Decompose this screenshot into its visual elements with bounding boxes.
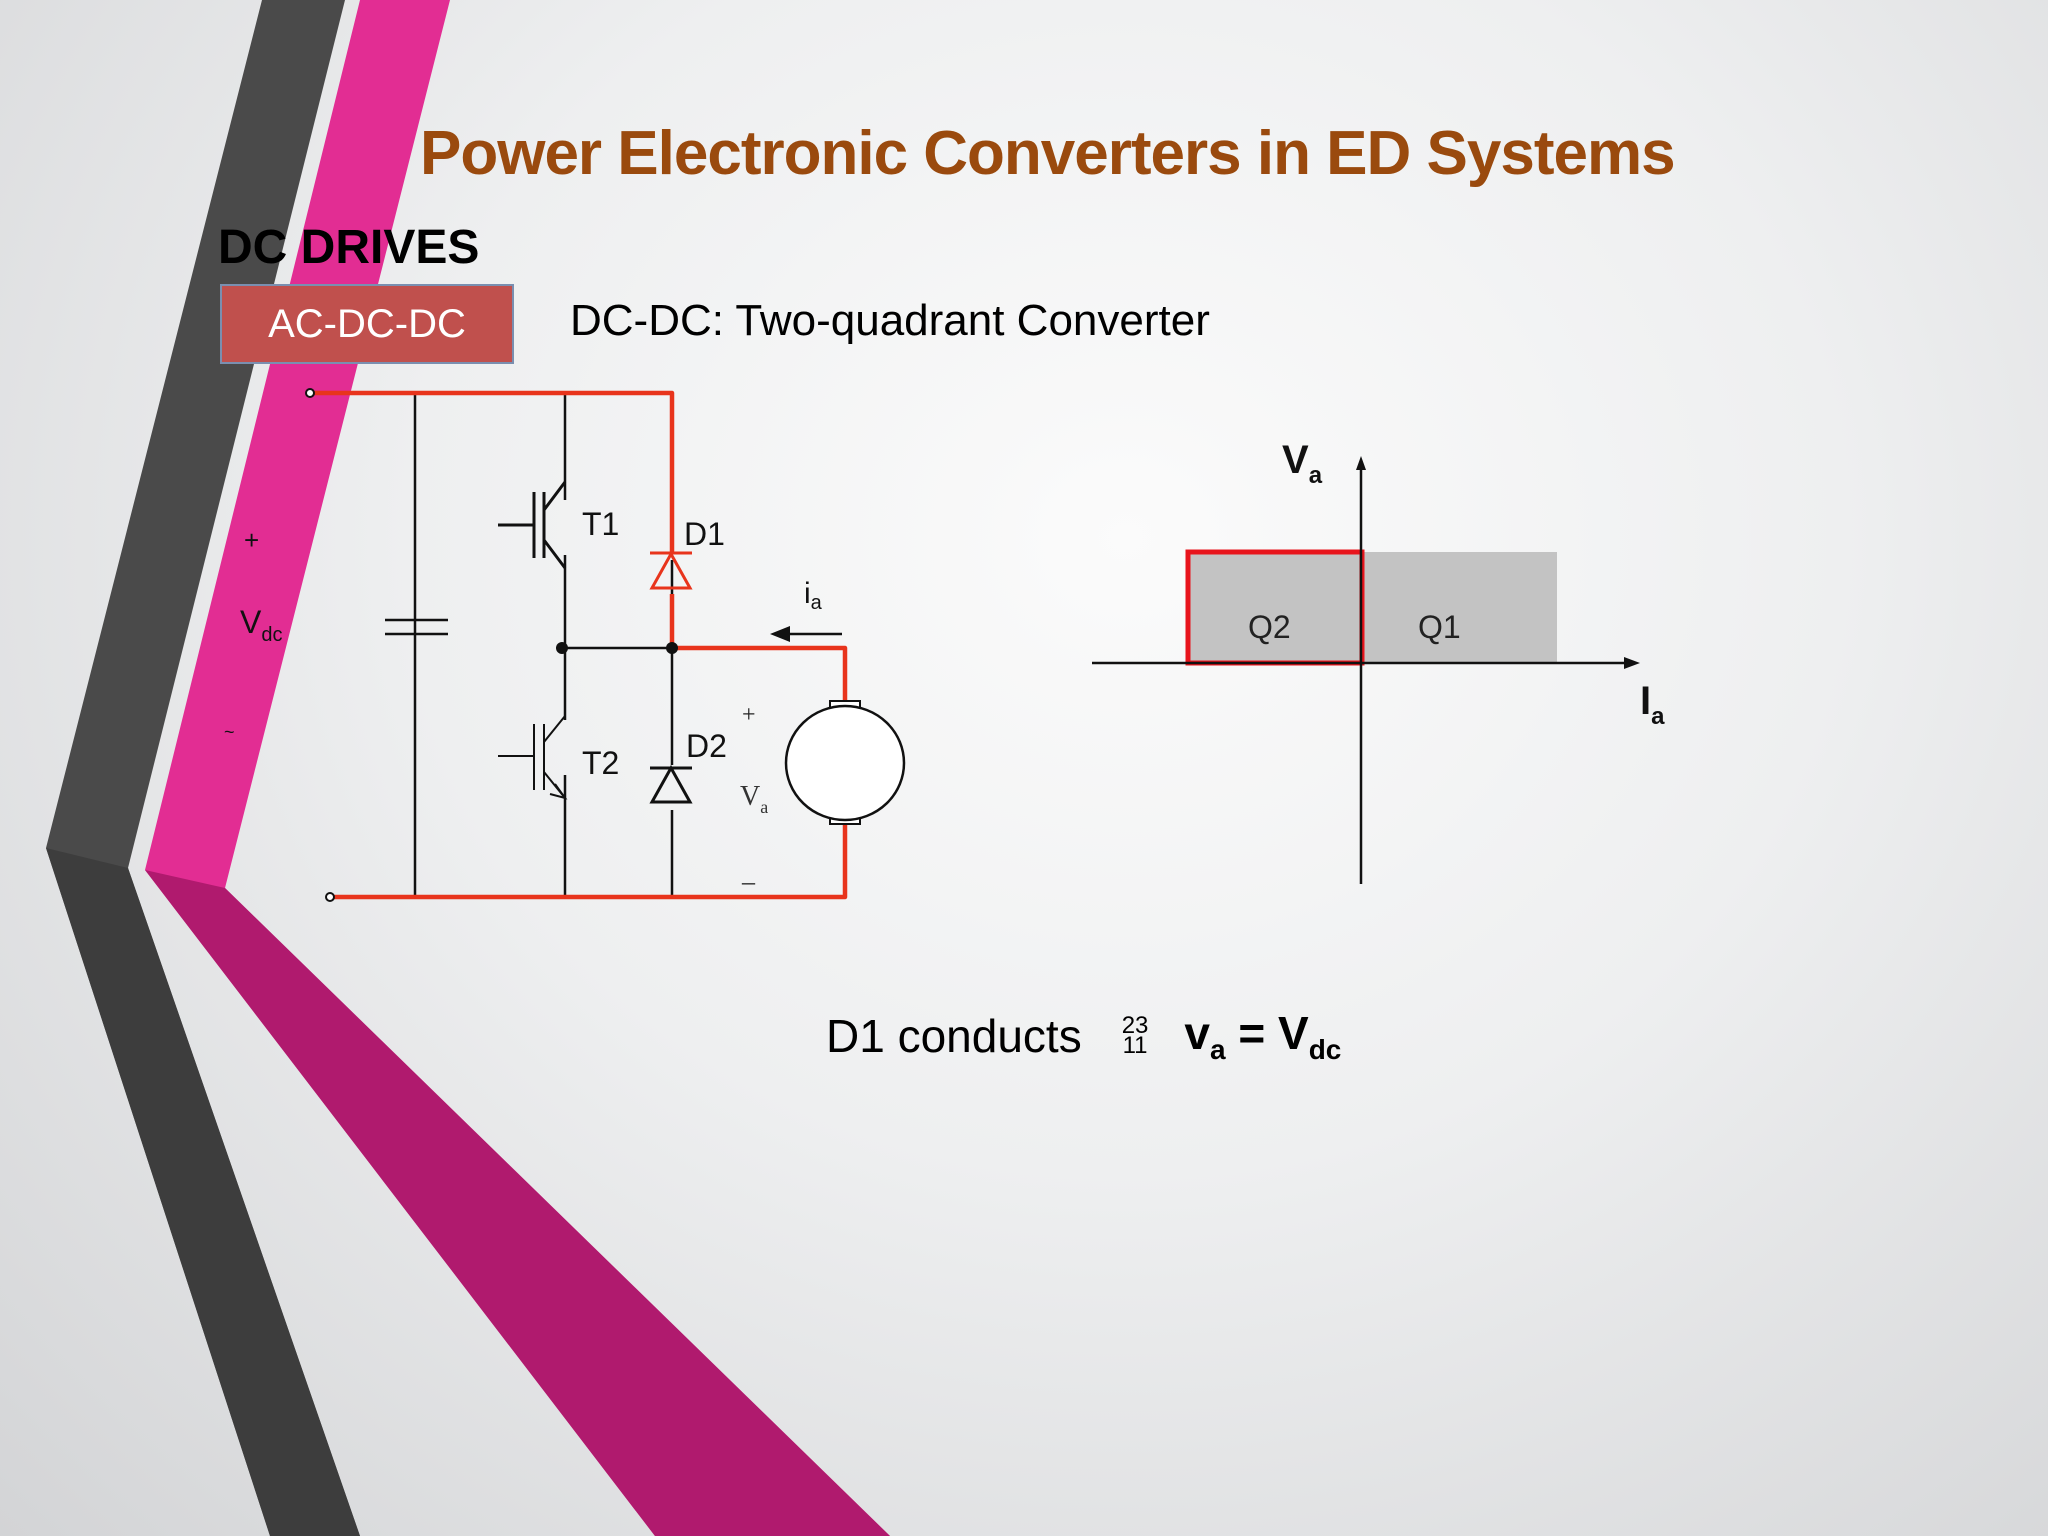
d2-label: D2 [686,728,727,764]
diode-d2-symbol [649,764,693,804]
vdc-plus-label: + [244,525,259,555]
quadrant-q2-area [1187,552,1361,662]
conduction-equation: D1 conducts 23 11 va = Vdc [826,996,1341,1076]
current-arrow [770,626,842,642]
equation-fraction: 23 11 [1121,1012,1149,1059]
junction-dots [556,642,678,654]
equation-formula: va = Vdc [1184,1006,1341,1066]
slide-title: Power Electronic Converters in ED System… [420,119,1676,188]
slide-subtitle: DC-DC: Two-quadrant Converter [570,296,1210,345]
x-axis-label: Ia [1640,679,1665,730]
highlighted-current-path [312,390,848,900]
fraction-bottom: 11 [1122,1032,1148,1059]
vdc-minus-label: ~ [224,722,235,742]
equation-lhs: v [1184,1006,1210,1059]
equation-rhs-sub: dc [1308,1034,1342,1066]
capacitor-symbol [385,618,448,636]
vdc-label: Vdc [240,604,282,646]
y-axis-label: Va [1282,438,1323,489]
terminal-dots [305,388,335,902]
dc-motor [784,700,906,825]
magenta-lower-band [145,870,890,1536]
equation-lhs-sub: a [1210,1034,1226,1066]
q2-label: Q2 [1248,609,1291,645]
equation-equals: = [1225,1006,1279,1059]
fraction-top: 23 [1121,1012,1149,1039]
converter-tag-label: AC-DC-DC [268,301,466,346]
y-axis-arrow [1356,456,1366,470]
section-heading: DC DRIVES [218,221,480,274]
axes [1092,468,1628,884]
magenta-band [145,0,890,1536]
equation-rhs: V [1278,1006,1309,1059]
gray-lower-band [46,848,360,1536]
quadrant-q1-area [1361,552,1557,662]
equation-prefix: D1 conducts [826,1010,1082,1062]
motor-va-label: Va [740,781,768,817]
t1-label: T1 [582,506,619,542]
motor-plus-label: + [742,702,756,728]
converter-tag: AC-DC-DC [220,284,514,364]
t2-label: T2 [582,745,619,781]
q1-label: Q1 [1418,609,1461,645]
ia-label: ia [804,577,823,614]
transistor-t2-symbol [498,715,568,800]
transistor-t1-symbol [498,481,567,569]
x-axis-arrow [1624,657,1640,669]
diode-d1-symbol [649,550,693,590]
d1-label: D1 [684,516,725,552]
motor-minus-label: – [741,867,756,896]
